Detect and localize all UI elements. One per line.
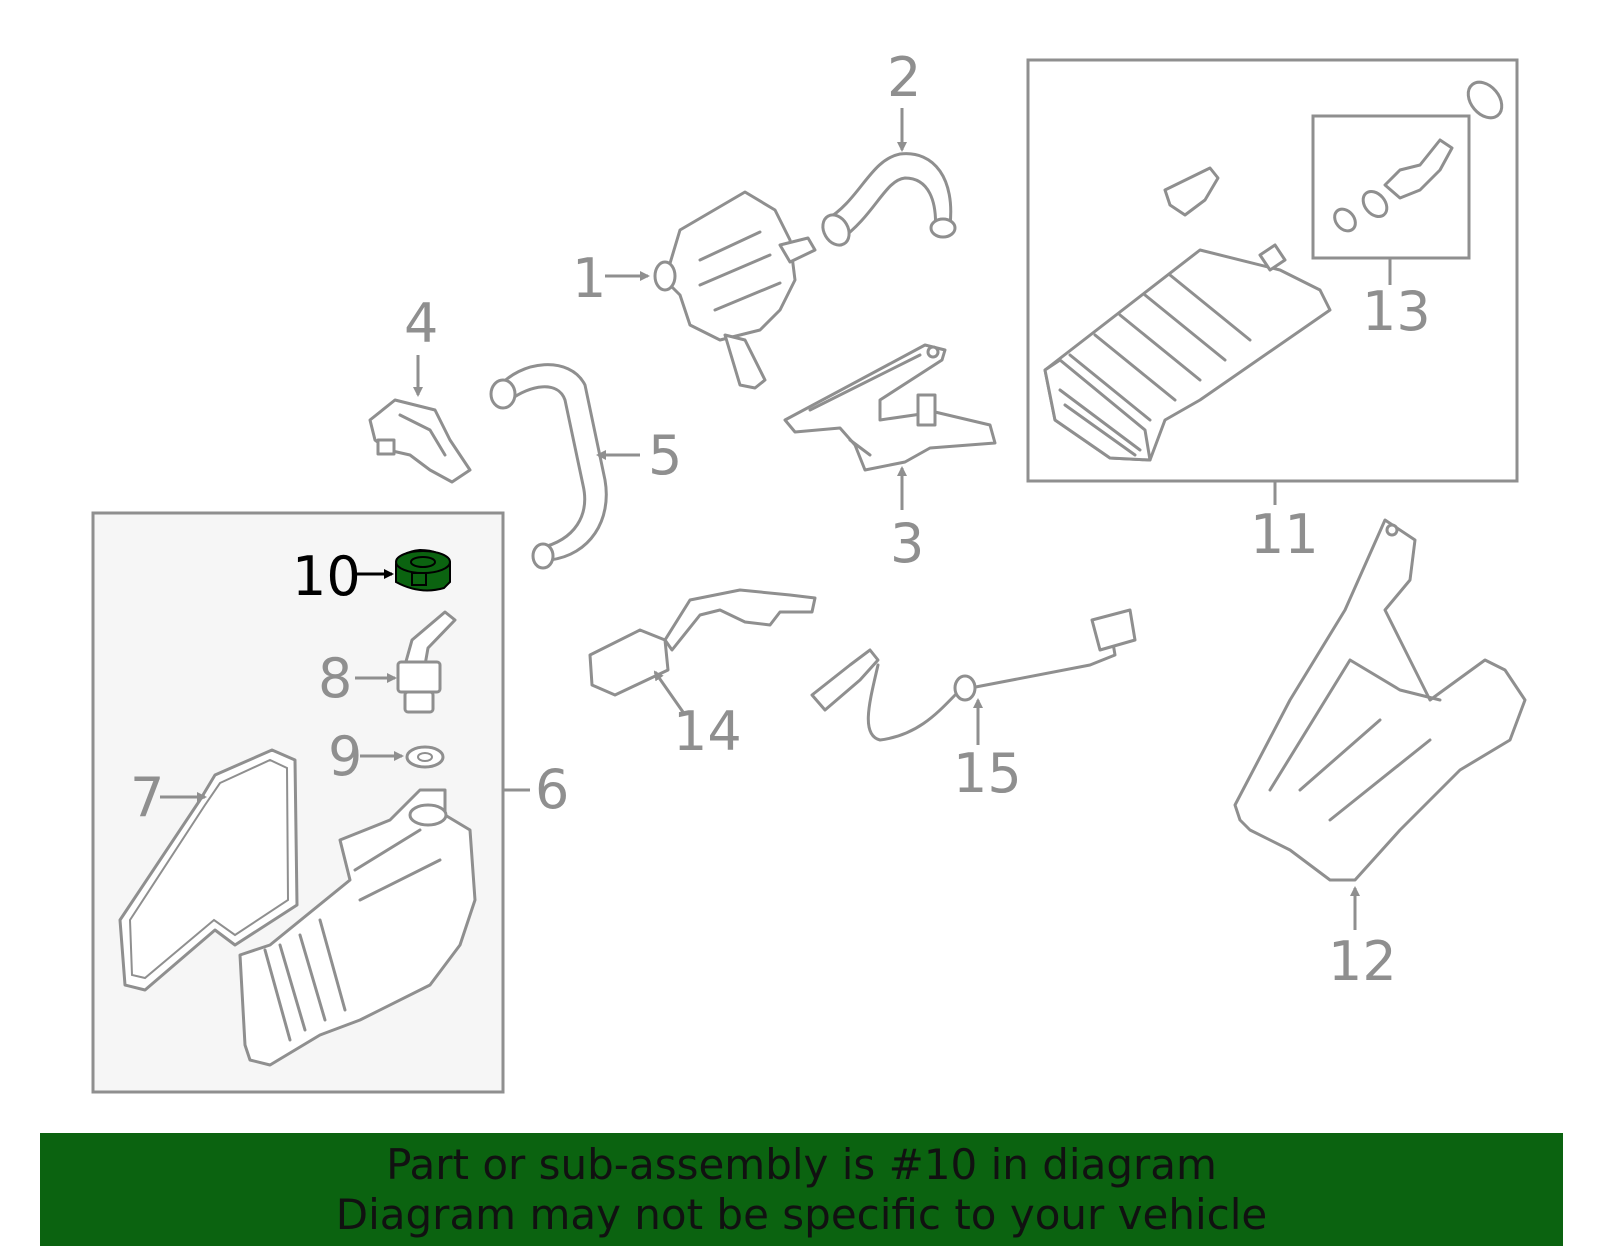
callout-1: 1 [572, 247, 606, 310]
callout-11: 11 [1250, 503, 1319, 566]
part-15-o2-sensor[interactable] [810, 608, 1137, 742]
part-12-shield[interactable] [1233, 518, 1527, 882]
callout-7: 7 [130, 766, 164, 829]
part-6-reservoir[interactable] [238, 788, 477, 1067]
info-banner: Part or sub-assembly is #10 in diagram D… [40, 1133, 1563, 1246]
part-2-hose[interactable] [818, 152, 957, 250]
callout-6: 6 [535, 758, 569, 821]
part-9-washer[interactable] [405, 745, 445, 769]
callout-9: 9 [328, 725, 362, 788]
callout-2: 2 [887, 46, 921, 109]
callout-13: 13 [1362, 280, 1431, 343]
callout-10: 10 [292, 545, 361, 608]
part-4-sensor[interactable] [368, 398, 472, 484]
part-14-connector[interactable] [588, 588, 817, 697]
banner-line-1: Part or sub-assembly is #10 in diagram [386, 1139, 1217, 1189]
part-10-grommet[interactable] [395, 548, 451, 592]
callout-3: 3 [890, 512, 924, 575]
callout-4: 4 [404, 292, 438, 355]
part-8-valve[interactable] [396, 610, 457, 714]
callout-5: 5 [648, 424, 682, 487]
callout-12: 12 [1328, 930, 1397, 993]
part-1-pump[interactable] [653, 190, 817, 390]
callout-8: 8 [318, 647, 352, 710]
part-13-valve[interactable] [1330, 76, 1508, 235]
part-3-bracket[interactable] [783, 343, 997, 472]
assembly-11-box [1026, 58, 1519, 483]
banner-line-2: Diagram may not be specific to your vehi… [335, 1189, 1268, 1239]
callout-15: 15 [953, 742, 1022, 805]
part-7-gasket[interactable] [118, 748, 299, 992]
part-11-canister[interactable] [1043, 166, 1332, 462]
part-5-hose[interactable] [489, 363, 608, 570]
callout-14: 14 [673, 700, 742, 763]
arrow-14 [653, 670, 685, 713]
